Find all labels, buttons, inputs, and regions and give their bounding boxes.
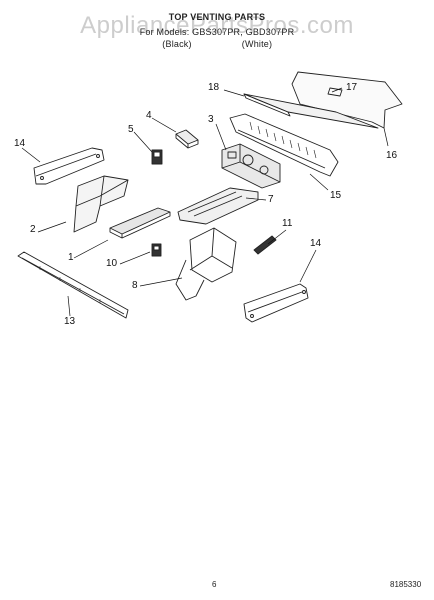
part-11-connector bbox=[253, 235, 277, 255]
callout-16: 16 bbox=[386, 150, 398, 161]
callout-15: 15 bbox=[330, 190, 342, 201]
callout-5: 5 bbox=[128, 124, 134, 135]
part-4-small-block bbox=[175, 129, 199, 149]
part-14-left-bracket bbox=[33, 147, 105, 185]
callout-2: 2 bbox=[30, 224, 36, 235]
callout-14-right: 14 bbox=[310, 238, 322, 249]
callout-10: 10 bbox=[106, 258, 118, 269]
callout-11: 11 bbox=[282, 218, 293, 229]
doc-number: 8185330 bbox=[390, 580, 422, 589]
callout-18: 18 bbox=[208, 82, 220, 93]
callout-7: 7 bbox=[268, 194, 274, 205]
callout-8: 8 bbox=[132, 280, 138, 291]
part-13-rail bbox=[17, 251, 129, 319]
part-10-switch bbox=[151, 243, 162, 257]
watermark: AppliancePartsPros.com bbox=[80, 12, 354, 39]
callout-13: 13 bbox=[64, 316, 76, 327]
finish-black: (Black) bbox=[162, 39, 192, 49]
part-2-duct bbox=[73, 175, 129, 233]
diagram-title: TOP VENTING PARTS bbox=[168, 12, 266, 22]
callout-14-left: 14 bbox=[14, 138, 26, 149]
part-1-tray bbox=[109, 207, 171, 239]
callout-4: 4 bbox=[146, 110, 152, 121]
part-15-vent-bracket bbox=[229, 113, 339, 177]
models-line: For Models: GBS307PR, GBD307PR bbox=[139, 27, 295, 37]
part-5-switch bbox=[151, 149, 163, 165]
callout-17: 17 bbox=[346, 82, 358, 93]
page-number: 6 bbox=[212, 580, 217, 589]
part-8-housing bbox=[175, 227, 237, 301]
part-3-fan-housing bbox=[221, 143, 281, 189]
callout-3: 3 bbox=[208, 114, 214, 125]
part-18-flat-panel bbox=[243, 93, 379, 129]
part-7-plate bbox=[177, 187, 259, 225]
part-14-right-bracket bbox=[243, 283, 309, 323]
leader-lines bbox=[21, 87, 389, 317]
finish-white: (White) bbox=[241, 39, 273, 49]
callout-1: 1 bbox=[68, 252, 74, 263]
